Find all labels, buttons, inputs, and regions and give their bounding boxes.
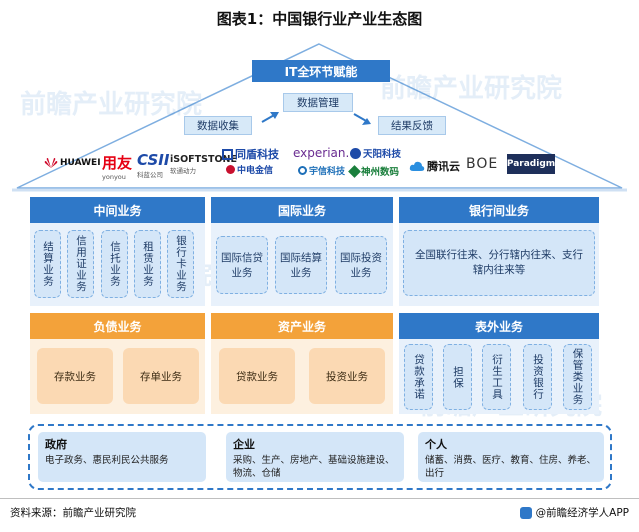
footer-divider (0, 498, 639, 499)
tile-letter-of-credit: 信用证业务 (67, 230, 94, 298)
logo-huawei-text: HUAWEI (60, 158, 101, 168)
data-collection-box: 数据收集 (184, 116, 252, 135)
logo-boe: BOE (466, 156, 498, 172)
logo-huawei: HUAWEI (44, 157, 101, 169)
tile-label: 贷款承诺 (413, 354, 425, 400)
tile-settlement: 结算业务 (34, 230, 61, 298)
logo-digital-china: 神州数码 (348, 164, 400, 178)
logo-yonyou-text: 用友 (102, 154, 133, 172)
tile-investment: 投资业务 (309, 348, 385, 404)
customer-government: 政府 电子政务、惠民利民公共服务 (38, 432, 206, 482)
page-title: 图表1：中国银行业产业生态图 (216, 10, 423, 28)
logo-zhongdian-text: 中电金信 (237, 166, 274, 176)
logo-tongdun: 同盾科技 (222, 146, 279, 162)
tile-loan: 贷款业务 (219, 348, 295, 404)
tile-trust: 信托业务 (101, 230, 128, 298)
tile-bank-card: 银行卡业务 (167, 230, 194, 298)
brand-logo-icon (519, 506, 532, 519)
logo-isoftstone-sub: 软通动力 (170, 167, 196, 175)
liability-business-header: 负债业务 (30, 313, 205, 339)
customer-name: 个人 (425, 438, 447, 451)
logo-yusys: 宇信科技 (298, 164, 345, 177)
tile-custody: 保管类业务 (563, 344, 592, 410)
customer-desc: 电子政务、惠民利民公共服务 (45, 455, 169, 466)
brand-text: @前瞻经济学人APP (535, 507, 629, 519)
tile-loan-commitment: 贷款承诺 (404, 344, 433, 410)
huawei-flower-icon (44, 158, 58, 168)
digital-china-mark-icon (348, 164, 361, 178)
result-feedback-box: 结果反馈 (378, 116, 446, 135)
logo-tencent-cloud: 腾讯云 (409, 158, 460, 174)
tianyang-mark-icon (350, 147, 361, 159)
logo-experian: experian. (293, 146, 349, 160)
logo-tongdun-text: 同盾科技 (235, 148, 279, 161)
tile-derivatives: 衍生工具 (482, 344, 511, 410)
logo-experian-text: experian. (293, 146, 350, 160)
tile-label: 投资银行 (532, 354, 544, 400)
tongdun-mark-icon (222, 148, 233, 160)
tile-label: 担保 (452, 365, 464, 389)
tile-intl-investment: 国际投资业务 (335, 236, 387, 294)
logo-yonyou-sub: yonyou (102, 173, 126, 181)
logo-tencent-cloud-text: 腾讯云 (427, 160, 460, 173)
brand-credit: @前瞻经济学人APP (519, 505, 629, 520)
asset-business-header: 资产业务 (211, 313, 393, 339)
data-management-box: 数据管理 (283, 93, 353, 112)
logo-paradigm: Paradigm (507, 154, 555, 174)
customer-desc: 储蓄、消费、医疗、教育、住房、养老、出行 (425, 455, 597, 479)
source-note: 资料来源：前瞻产业研究院 (10, 507, 136, 519)
customer-name: 企业 (233, 438, 255, 451)
logo-zhongdian: 中电金信 (226, 163, 273, 176)
logo-yonyou: 用友 yonyou (102, 152, 132, 181)
cloud-icon (409, 161, 425, 171)
tile-label: 信托业务 (109, 241, 121, 287)
tile-label: 衍生工具 (491, 354, 503, 400)
logo-tianyang: 天阳科技 (350, 146, 401, 160)
logo-isoftstone: iSOFTSTONE 软通动力 (170, 154, 237, 175)
tile-intl-settlement: 国际结算业务 (275, 236, 327, 294)
customer-individual: 个人 储蓄、消费、医疗、教育、住房、养老、出行 (418, 432, 604, 482)
logo-tianyang-text: 天阳科技 (363, 149, 402, 160)
logo-yusys-text: 宇信科技 (309, 167, 346, 177)
watermark: 前瞻产业研究院 (20, 90, 203, 120)
tile-label: 结算业务 (42, 241, 54, 287)
middle-business-header: 中间业务 (30, 197, 205, 223)
it-enablement-box: IT全环节赋能 (252, 60, 390, 82)
tile-intl-credit: 国际信贷业务 (216, 236, 268, 294)
tile-guarantee: 担保 (443, 344, 472, 410)
tile-leasing: 租赁业务 (134, 230, 161, 298)
off-balance-header: 表外业务 (399, 313, 599, 339)
tile-label: 信用证业务 (75, 235, 87, 293)
watermark: 前瞻产业研究院 (380, 74, 563, 104)
tile-label: 保管类业务 (571, 348, 584, 406)
customer-frame (28, 424, 612, 490)
logo-isoftstone-text: iSOFTSTONE (170, 154, 237, 165)
tile-label: 银行卡业务 (175, 235, 187, 293)
tile-label: 租赁业务 (142, 241, 154, 287)
logo-csii: CSII 科蓝公司 (137, 151, 169, 179)
tile-certificate-of-deposit: 存单业务 (123, 348, 199, 404)
logo-csii-text: CSII (137, 151, 170, 169)
logo-boe-text: BOE (466, 156, 499, 172)
tile-deposit: 存款业务 (37, 348, 113, 404)
logo-csii-sub: 科蓝公司 (137, 171, 163, 179)
customer-name: 政府 (45, 438, 67, 451)
tile-investment-banking: 投资银行 (523, 344, 552, 410)
international-business-header: 国际业务 (211, 197, 393, 223)
logo-paradigm-text: Paradigm (506, 159, 556, 169)
interbank-business-header: 银行间业务 (399, 197, 599, 223)
logo-digital-china-text: 神州数码 (361, 167, 400, 178)
roof-outline (12, 43, 627, 192)
tile-interbank-transactions: 全国联行往来、分行辖内往来、支行辖内往来等 (403, 230, 595, 296)
customer-enterprise: 企业 采购、生产、房地产、基础设施建设、物流、仓储 (226, 432, 404, 482)
yusys-mark-icon (298, 166, 307, 175)
zhongdian-mark-icon (226, 165, 235, 174)
customer-desc: 采购、生产、房地产、基础设施建设、物流、仓储 (233, 455, 395, 479)
